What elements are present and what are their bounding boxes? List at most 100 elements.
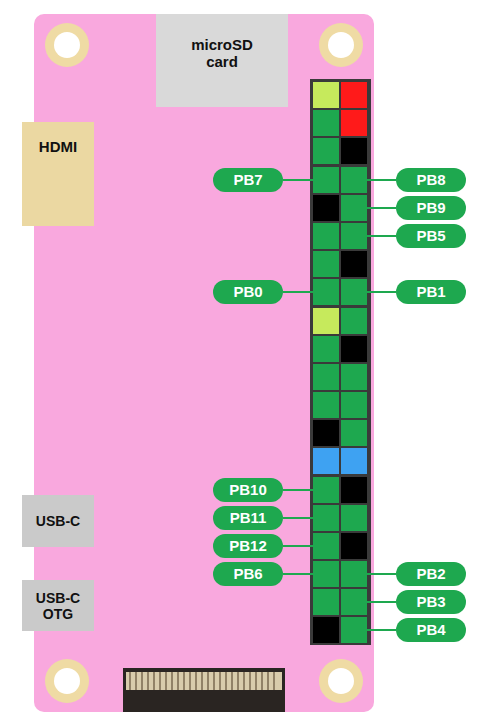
pin-label: PB12 (213, 534, 283, 558)
gpio-pin (313, 589, 339, 615)
leader-line (367, 573, 396, 575)
pin-label: PB1 (396, 280, 466, 304)
mount-hole (319, 23, 363, 67)
power-pin (313, 308, 339, 334)
pin-name: PB1 (416, 283, 445, 301)
mount-hole (45, 23, 89, 67)
mount-hole (319, 659, 363, 703)
leader-line (283, 489, 313, 491)
leader-lines (283, 180, 396, 630)
pin-name: PB8 (416, 171, 445, 189)
gpio-pin (313, 336, 339, 362)
gpio-pin (313, 505, 339, 531)
gpio-pin (341, 279, 367, 305)
header-pins (313, 82, 367, 643)
pin-label: PB10 (213, 478, 283, 502)
leader-line (367, 179, 396, 181)
gpio-pin (313, 138, 339, 164)
gpio-pin (341, 364, 367, 390)
ground-pin (341, 477, 367, 503)
part-name: USB-C (28, 513, 88, 529)
part-name: microSD card (182, 36, 262, 70)
pin-name: PB6 (233, 565, 262, 583)
ground-pin (313, 420, 339, 446)
gpio-pin (313, 279, 339, 305)
ground-pin (341, 533, 367, 559)
fpc-connector (123, 668, 285, 712)
gpio-pin (341, 589, 367, 615)
ground-pin (313, 195, 339, 221)
leader-line (367, 629, 396, 631)
ground-pin (341, 138, 367, 164)
fpc-pins (130, 672, 274, 690)
pin-name: PB3 (416, 593, 445, 611)
pin-label: PB9 (396, 196, 466, 220)
fpc-contacts (126, 672, 282, 690)
part-name: HDMI (39, 138, 77, 155)
gpio-pin (313, 251, 339, 277)
gpio-pin (313, 167, 339, 193)
mount-hole (328, 32, 354, 58)
leader-line (283, 573, 313, 575)
ground-pin (341, 336, 367, 362)
gpio-pin (313, 364, 339, 390)
gpio-pin (313, 223, 339, 249)
gpio-pin (313, 110, 339, 136)
card-slot: microSD card (156, 14, 288, 107)
pin-label: PB6 (213, 562, 283, 586)
pin-label: PB8 (396, 168, 466, 192)
pin-name: PB2 (416, 565, 445, 583)
port-box: USB-C OTG (22, 580, 94, 631)
pin-name: PB10 (229, 481, 267, 499)
gpio-pin (341, 167, 367, 193)
port-box: HDMI (22, 122, 94, 226)
pin-label: PB5 (396, 224, 466, 248)
pin-name: PB4 (416, 621, 445, 639)
pin-name: PB11 (230, 509, 267, 527)
port-box: USB-C (22, 495, 94, 547)
gpio-pin (313, 561, 339, 587)
pin-label: PB4 (396, 618, 466, 642)
mount-hole (54, 32, 80, 58)
pin-label: PB11 (213, 506, 283, 530)
leader-line (283, 179, 313, 181)
id-pin (313, 448, 339, 474)
gpio-pin (341, 420, 367, 446)
gpio-pin (313, 477, 339, 503)
power-pin (313, 82, 339, 108)
gpio-pin (341, 392, 367, 418)
gpio-pin (341, 505, 367, 531)
pin-label: PB0 (213, 280, 283, 304)
pin-name: PB5 (416, 227, 445, 245)
leader-line (367, 207, 396, 209)
pin-label: PB3 (396, 590, 466, 614)
pin-name: PB9 (416, 199, 445, 217)
gpio-pin (341, 223, 367, 249)
power-pin (341, 110, 367, 136)
gpio-pin (341, 561, 367, 587)
gpio-pin (341, 195, 367, 221)
gpio-pin (313, 533, 339, 559)
ground-pin (341, 251, 367, 277)
pin-label: PB2 (396, 562, 466, 586)
leader-line (367, 291, 396, 293)
leader-line (283, 545, 313, 547)
leader-line (283, 291, 313, 293)
pin-label: PB7 (213, 168, 283, 192)
leader-line (367, 235, 396, 237)
gpio-header (310, 79, 371, 645)
id-pin (341, 448, 367, 474)
gpio-pin (313, 392, 339, 418)
mount-hole (45, 659, 89, 703)
mount-hole (54, 668, 80, 694)
pin-name: PB12 (229, 537, 267, 555)
pin-name: PB0 (233, 283, 262, 301)
leader-line (367, 601, 396, 603)
gpio-pin (341, 308, 367, 334)
leader-line (283, 517, 313, 519)
part-name: USB-C OTG (28, 590, 88, 622)
gpio-pin (341, 617, 367, 643)
mount-hole (328, 668, 354, 694)
power-pin (341, 82, 367, 108)
ground-pin (313, 617, 339, 643)
